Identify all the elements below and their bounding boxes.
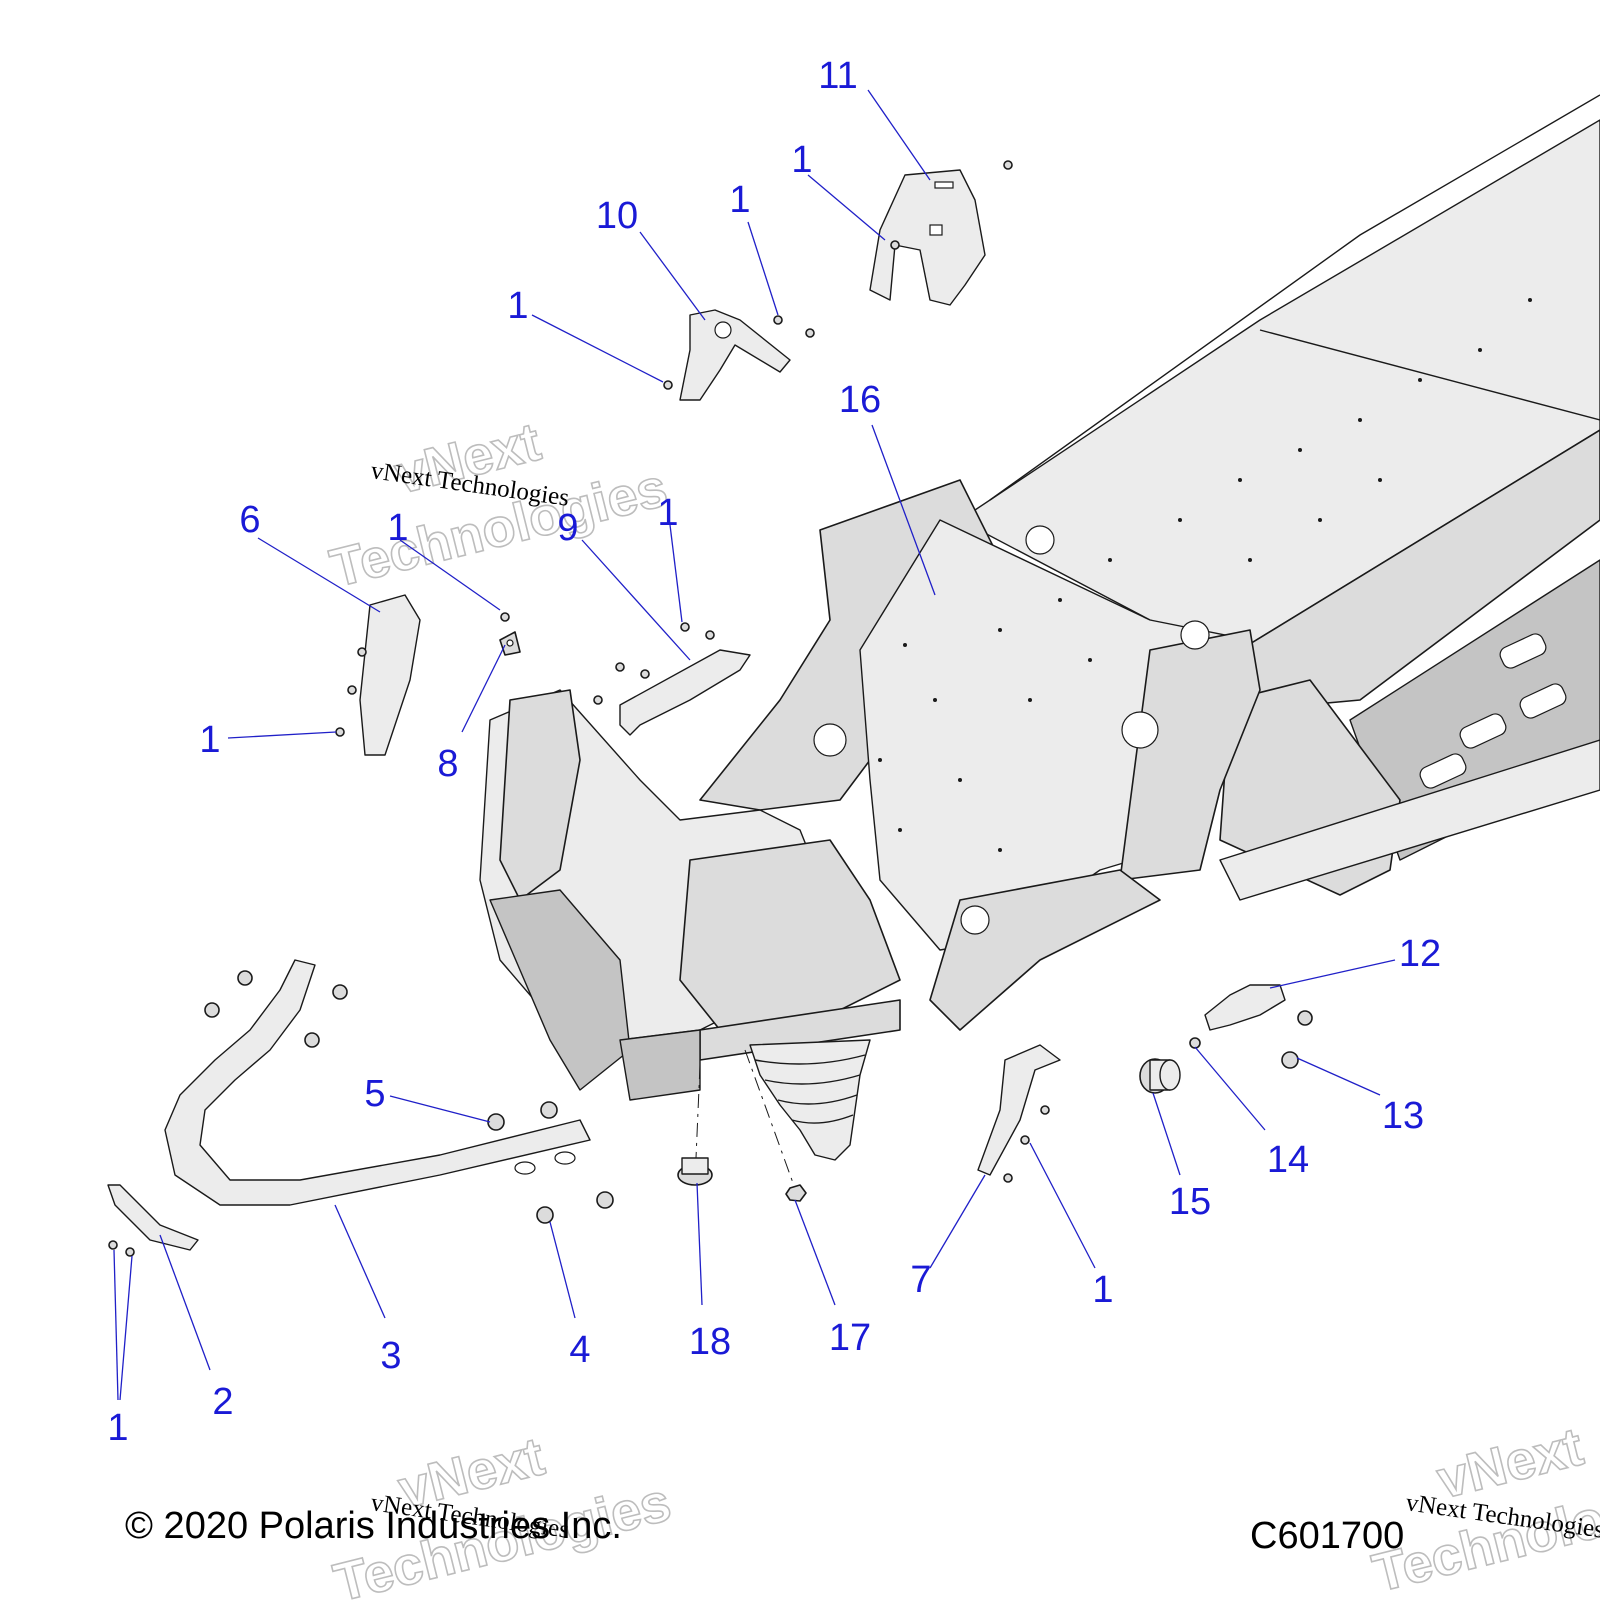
callout-18: 18 xyxy=(689,1321,731,1363)
part-17-nut xyxy=(785,1184,807,1202)
leader-lines xyxy=(113,89,1396,1401)
part-tunnel xyxy=(479,94,1600,1101)
callout-1: 1 xyxy=(507,285,528,327)
callout-3: 3 xyxy=(380,1335,401,1377)
diagram-code: C601700 xyxy=(1250,1515,1404,1557)
copyright-notice: © 2020 Polaris Industries Inc. xyxy=(125,1505,622,1547)
callout-1: 1 xyxy=(729,179,750,221)
part-10-bracket xyxy=(679,309,791,401)
callout-10: 10 xyxy=(596,195,638,237)
callout-7: 7 xyxy=(910,1259,931,1301)
callout-9: 9 xyxy=(557,507,578,549)
callout-6: 6 xyxy=(239,499,260,541)
callout-5: 5 xyxy=(364,1073,385,1115)
callout-1: 1 xyxy=(791,139,812,181)
part-15-bumpstop xyxy=(1139,1058,1181,1094)
callout-1: 1 xyxy=(387,507,408,549)
part-18-grommet xyxy=(677,1157,713,1186)
callout-14: 14 xyxy=(1267,1139,1309,1181)
part-11-bracket xyxy=(869,169,986,306)
callout-13: 13 xyxy=(1382,1095,1424,1137)
part-steering-boot xyxy=(749,1039,871,1161)
callout-4: 4 xyxy=(569,1329,590,1371)
part-8-tab xyxy=(499,631,521,656)
part-9-plate xyxy=(619,649,751,736)
part-6-panel xyxy=(359,594,421,756)
callout-1: 1 xyxy=(199,719,220,761)
tunnel-rivet-dots xyxy=(878,298,1532,852)
callout-16: 16 xyxy=(839,379,881,421)
callout-12: 12 xyxy=(1399,933,1441,975)
callout-labels: 11 1 10 1 1 16 6 1 9 1 1 8 12 5 13 14 15… xyxy=(107,55,1441,1449)
part-3-bumper xyxy=(164,959,591,1206)
part-7-bracket xyxy=(977,1044,1061,1176)
callout-1: 1 xyxy=(1092,1269,1113,1311)
callout-1: 1 xyxy=(657,492,678,534)
part-12-bracket xyxy=(1204,984,1286,1031)
callout-8: 8 xyxy=(437,743,458,785)
part-2-bracket xyxy=(107,1184,199,1251)
track-cutouts xyxy=(1419,633,1567,789)
watermark-bottom-right: vNext Technologies xyxy=(1366,1416,1600,1600)
watermark-bottom-left: vNext Technologies xyxy=(327,1425,677,1600)
callout-1: 1 xyxy=(107,1407,128,1449)
callout-2: 2 xyxy=(212,1381,233,1423)
callout-15: 15 xyxy=(1169,1181,1211,1223)
callout-17: 17 xyxy=(829,1317,871,1359)
callout-11: 11 xyxy=(818,55,857,97)
